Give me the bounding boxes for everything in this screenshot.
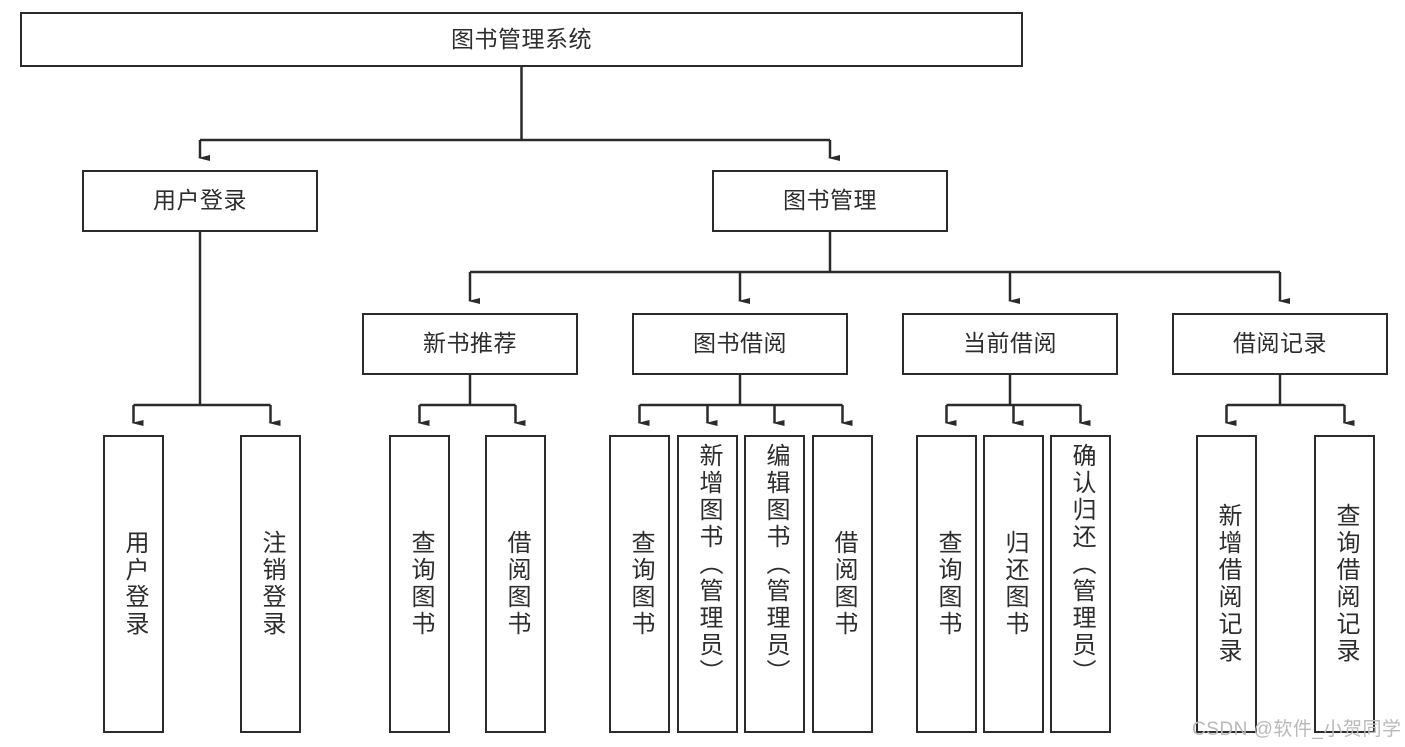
node-leaf-user-login[interactable]: 用户登录 [103, 435, 164, 733]
node-book-manage[interactable]: 图书管理 [712, 170, 948, 232]
node-label-leaf-query-book-rec: 查询图书 [406, 530, 434, 638]
node-user-login[interactable]: 用户登录 [82, 170, 318, 232]
node-label-book-manage: 图书管理 [783, 187, 877, 214]
node-label-user-login: 用户登录 [153, 187, 247, 214]
node-label-leaf-query-record: 查询借阅记录 [1331, 503, 1359, 665]
node-leaf-user-logout[interactable]: 注销登录 [240, 435, 301, 733]
node-borrow-record[interactable]: 借阅记录 [1172, 313, 1388, 375]
node-leaf-query-record[interactable]: 查询借阅记录 [1314, 435, 1375, 733]
node-label-leaf-query-book: 查询图书 [626, 530, 654, 638]
node-leaf-add-book[interactable]: 新增图书（管理员） [677, 435, 738, 733]
node-label-leaf-edit-book: 编辑图书（管理员） [761, 443, 789, 686]
watermark-text: CSDN @软件_小贺同学 [1192, 719, 1402, 740]
node-leaf-borrow-book[interactable]: 借阅图书 [812, 435, 873, 733]
node-label-leaf-confirm-return: 确认归还（管理员） [1067, 443, 1095, 686]
node-label-leaf-user-logout: 注销登录 [257, 530, 285, 638]
node-leaf-confirm-return[interactable]: 确认归还（管理员） [1050, 435, 1111, 733]
node-leaf-add-record[interactable]: 新增借阅记录 [1196, 435, 1257, 733]
node-root[interactable]: 图书管理系统 [20, 12, 1023, 67]
node-label-leaf-borrow-book: 借阅图书 [829, 530, 857, 638]
node-label-leaf-query-book-cur: 查询图书 [933, 530, 961, 638]
node-label-book-borrow: 图书借阅 [693, 330, 787, 357]
node-leaf-query-book-rec[interactable]: 查询图书 [389, 435, 450, 733]
node-label-leaf-return-book: 归还图书 [1000, 530, 1028, 638]
node-leaf-return-book[interactable]: 归还图书 [983, 435, 1044, 733]
node-leaf-edit-book[interactable]: 编辑图书（管理员） [744, 435, 805, 733]
node-label-root: 图书管理系统 [451, 25, 592, 52]
node-label-borrow-record: 借阅记录 [1233, 330, 1327, 357]
node-label-new-book-rec: 新书推荐 [423, 330, 517, 357]
node-label-leaf-add-record: 新增借阅记录 [1213, 503, 1241, 665]
node-new-book-rec[interactable]: 新书推荐 [362, 313, 578, 375]
node-current-borrow[interactable]: 当前借阅 [902, 313, 1118, 375]
node-book-borrow[interactable]: 图书借阅 [632, 313, 848, 375]
node-label-current-borrow: 当前借阅 [963, 330, 1057, 357]
node-label-leaf-borrow-book-rec: 借阅图书 [502, 530, 530, 638]
node-label-leaf-add-book: 新增图书（管理员） [694, 443, 722, 686]
node-leaf-query-book-cur[interactable]: 查询图书 [916, 435, 977, 733]
node-label-leaf-user-login: 用户登录 [120, 530, 148, 638]
node-leaf-borrow-book-rec[interactable]: 借阅图书 [485, 435, 546, 733]
node-leaf-query-book[interactable]: 查询图书 [609, 435, 670, 733]
